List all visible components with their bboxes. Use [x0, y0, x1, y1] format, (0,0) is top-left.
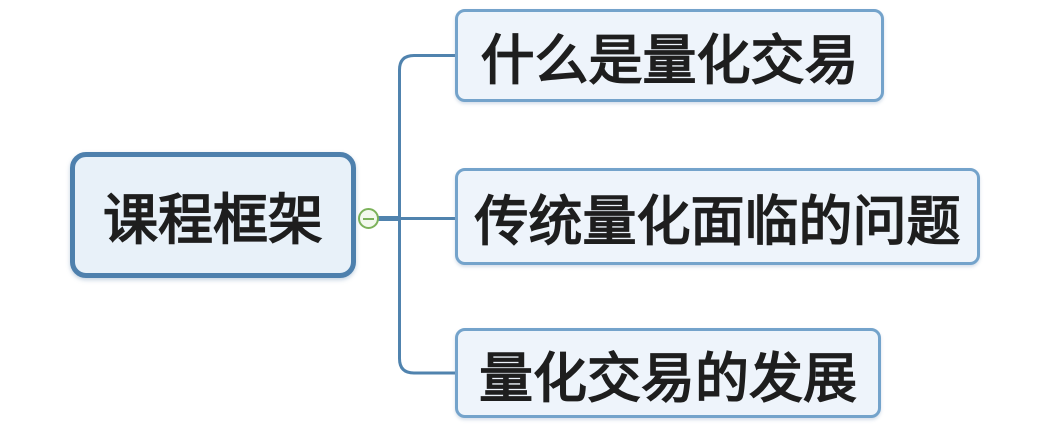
child-topic-label: 什么是量化交易 [480, 31, 859, 91]
root-topic-label: 课程框架 [102, 190, 323, 251]
collapse-toggle-button[interactable] [358, 208, 379, 229]
connector-trunk-and-outer-branches [398, 54, 455, 375]
child-topic-label: 传统量化面临的问题 [474, 192, 961, 252]
minus-icon [363, 217, 374, 220]
root-topic-node[interactable]: 课程框架 [70, 152, 356, 278]
child-topic-node-3[interactable]: 量化交易的发展 [455, 328, 881, 418]
child-topic-node-2[interactable]: 传统量化面临的问题 [455, 168, 980, 265]
child-topic-label: 量化交易的发展 [479, 348, 857, 409]
child-topic-node-1[interactable]: 什么是量化交易 [455, 9, 884, 102]
